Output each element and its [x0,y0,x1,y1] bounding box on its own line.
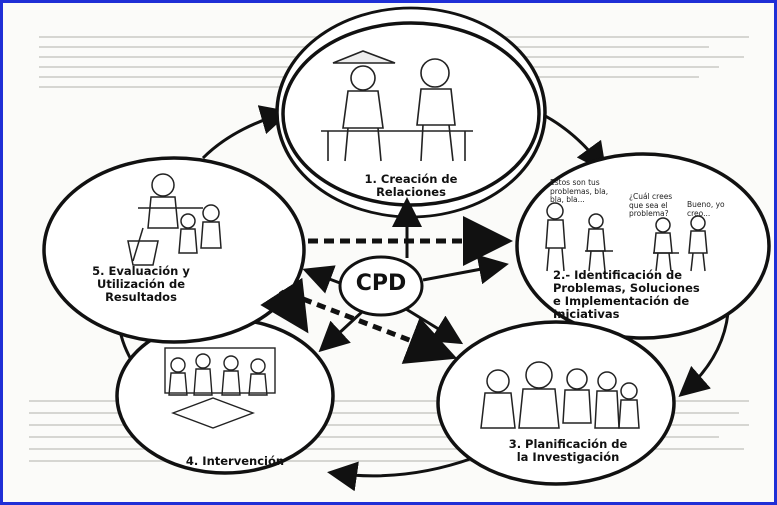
illustration-stage-5 [127,173,222,266]
speech-3-line-2: creo... [687,208,711,218]
stage-2-line-3: e Implementación de [553,294,690,308]
speech-1-line-1: Estos son tus [550,178,600,187]
arrow-center-to-2 [422,254,509,285]
stage-4-label: 4. Intervención [185,455,285,468]
cycle-arrow-3-to-4 [327,456,474,492]
arrow-center-to-5 [302,265,341,294]
stage-3-line-1: 3. Planificación de [508,437,628,451]
speech-1-line-2: problemas, bla, [550,186,609,196]
illustration-stage-3 [480,361,640,429]
stage-1-label: 1. Creación de Relaciones [351,173,471,199]
center-label: CPD [355,271,407,296]
stage-2-line-2: Problemas, Soluciones [553,281,700,295]
stage-4-line-1: 4. Intervención [185,454,285,468]
stage-1-line-2: Relaciones [376,185,446,199]
stage-3-line-2: la Investigación [516,450,620,464]
illustration-stage-4 [164,347,276,429]
stage-circle-5 [42,156,306,344]
stage-2-line-1: 2.- Identificación de [553,268,683,282]
speech-2-line-2: que sea el [629,200,668,210]
dashed-arrow-5-to-4 [260,277,309,334]
stage-5-line-2: Utilización de [97,277,185,291]
stage-circles [42,21,771,486]
stage-5-label: 5. Evaluación y Utilización de Resultado… [61,265,221,304]
illustration-stage-2 [545,202,708,272]
stage-5-line-3: Resultados [105,290,177,304]
arrow-center-to-3 [405,307,464,345]
stage-2-line-4: Iniciativas [553,307,620,321]
illustration-stage-1 [321,50,473,162]
stage-2-label: 2.- Identificación de Problemas, Solucio… [553,269,728,321]
arrow-center-to-4 [318,309,365,353]
speech-3-line-1: Bueno, yo [687,200,725,209]
cycle-arrow-5-to-1 [201,105,291,160]
cycle-arrow-2-to-3 [678,312,730,397]
speech-bubble-3: Bueno, yo creo... [687,200,725,218]
stage-1-line-1: 1. Creación de [364,172,458,186]
speech-bubble-2: ¿Cuál crees que sea el problema? [629,192,673,219]
speech-2-line-3: problema? [629,209,669,218]
center-circle [338,255,424,317]
stage-circle-2 [515,152,771,340]
dashed-arrow-5-to-3 [302,296,458,364]
stage-3-label: 3. Planificación de la Investigación [503,438,633,464]
speech-bubble-1: Estos son tus problemas, bla, bla, bla..… [550,178,609,205]
stage-5-line-1: 5. Evaluación y [92,264,190,278]
speech-1-line-3: bla, bla... [550,195,585,204]
speech-2-line-1: ¿Cuál crees [629,192,673,201]
